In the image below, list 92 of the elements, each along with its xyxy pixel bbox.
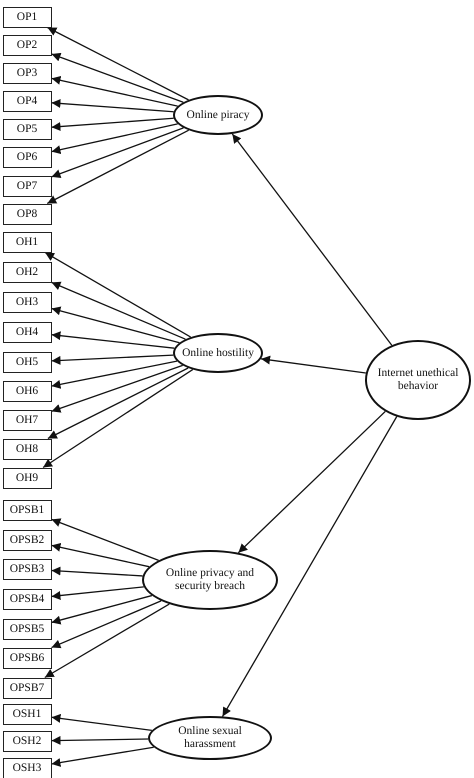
indicator-box <box>2 380 52 402</box>
node-label: OPSB4 <box>10 592 44 606</box>
node-label: OP1 <box>16 10 38 24</box>
latent-variable-ellipse <box>173 95 263 135</box>
arrow <box>47 26 189 100</box>
arrow <box>44 603 170 678</box>
arrow <box>51 714 152 732</box>
node-label: Online piracy <box>186 108 250 122</box>
arrow <box>51 98 174 112</box>
indicator-box <box>2 204 52 224</box>
node-label: Online hostility <box>181 346 255 360</box>
latent-variable-ellipse <box>173 333 263 373</box>
indicator-box <box>2 648 52 668</box>
indicator-box <box>2 678 52 698</box>
arrow <box>51 52 184 103</box>
node-label: OH8 <box>16 442 38 456</box>
indicator-box <box>2 704 52 724</box>
indicator-box <box>2 558 52 580</box>
node-label: OH5 <box>16 356 38 368</box>
arrow <box>51 736 148 745</box>
node-label: OH9 <box>16 472 38 484</box>
arrow <box>222 416 398 717</box>
arrow <box>44 252 191 338</box>
arrow <box>51 282 186 340</box>
indicator-box <box>2 500 52 520</box>
node-label: OSH1 <box>12 708 42 720</box>
arrow <box>51 518 159 561</box>
node-label: OSH3 <box>12 762 42 774</box>
node-label: OP3 <box>16 66 38 80</box>
arrow <box>260 356 366 374</box>
node-label: OH2 <box>16 266 38 278</box>
node-label: OP6 <box>16 150 38 164</box>
indicator-box <box>2 232 52 252</box>
indicator-box <box>2 438 52 460</box>
node-label: OPSB1 <box>10 504 44 516</box>
arrow <box>51 306 180 344</box>
arrow <box>232 134 392 346</box>
indicator-box <box>2 34 52 56</box>
node-label: OPSB5 <box>10 622 44 636</box>
node-label: OPSB2 <box>10 534 44 546</box>
node-label: OP4 <box>16 94 38 108</box>
indicator-box <box>2 322 52 342</box>
indicator-box <box>2 62 52 84</box>
indicator-box <box>2 118 52 140</box>
indicator-box <box>2 530 52 550</box>
arrow <box>51 364 183 413</box>
indicator-box <box>2 588 52 610</box>
node-label: OP7 <box>16 180 38 192</box>
arrow <box>51 600 162 648</box>
indicator-box <box>2 468 52 488</box>
arrow <box>46 130 189 204</box>
indicator-box <box>2 292 52 312</box>
arrow <box>51 586 144 600</box>
arrow <box>51 331 174 349</box>
node-label: OP5 <box>16 122 38 136</box>
indicator-box <box>2 758 52 778</box>
node-label: OH3 <box>16 296 38 308</box>
node-label: OH7 <box>16 414 38 426</box>
indicator-box <box>2 352 52 372</box>
node-label: OPSB7 <box>10 682 44 694</box>
arrow <box>51 118 174 132</box>
arrow <box>51 746 154 767</box>
node-label: OH4 <box>16 326 38 338</box>
indicator-box <box>2 618 52 640</box>
node-label: Internet unethical behavior <box>376 367 460 393</box>
indicator-box <box>2 90 52 112</box>
arrow <box>51 123 178 154</box>
indicator-box <box>2 176 52 196</box>
arrow <box>51 542 150 568</box>
arrow <box>51 360 178 389</box>
indicator-box <box>2 6 52 28</box>
arrow <box>51 76 178 107</box>
node-label: OH6 <box>16 384 38 398</box>
indicator-box <box>2 730 52 752</box>
arrow <box>51 127 184 178</box>
arrow <box>51 594 152 624</box>
node-label: OP2 <box>16 38 38 52</box>
node-label: Online privacy and security breach <box>164 567 256 593</box>
node-label: OSH2 <box>12 734 42 748</box>
arrow <box>42 369 194 468</box>
arrow <box>51 354 174 365</box>
arrow <box>48 367 188 440</box>
indicator-box <box>2 146 52 168</box>
node-label: Online sexual harassment <box>177 725 243 751</box>
arrow <box>51 566 143 577</box>
latent-variable-ellipse <box>142 550 278 610</box>
node-label: OH1 <box>16 236 38 248</box>
node-label: OPSB6 <box>10 652 44 664</box>
node-label: OPSB3 <box>10 562 44 576</box>
indicator-box <box>2 262 52 282</box>
node-label: OP8 <box>16 208 38 220</box>
indicator-box <box>2 410 52 430</box>
